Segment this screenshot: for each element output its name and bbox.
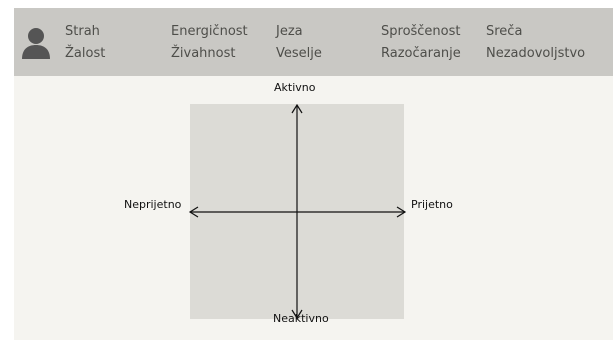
emotion-veselje[interactable]: Veselje — [276, 46, 322, 61]
axis-label-neprijetno: Neprijetno — [124, 198, 182, 211]
emotion-energicnost[interactable]: Energičnost — [171, 24, 248, 39]
axis-label-prijetno: Prijetno — [411, 198, 453, 211]
emotion-sproscenost[interactable]: Sproščenost — [381, 24, 461, 39]
arrow-left-icon — [188, 206, 199, 218]
axis-label-neaktivno: Neaktivno — [273, 312, 329, 325]
arrow-down-icon — [291, 309, 303, 320]
emotion-razocaranje[interactable]: Razočaranje — [381, 46, 461, 61]
axis-label-aktivno: Aktivno — [274, 81, 316, 94]
emotion-header: Strah Energičnost Jeza Sproščenost Sreča… — [14, 8, 613, 76]
emotion-nezadovoljstvo[interactable]: Nezadovoljstvo — [486, 46, 586, 61]
emotion-zalost[interactable]: Žalost — [65, 46, 106, 61]
emotion-card: Strah Energičnost Jeza Sproščenost Sreča… — [14, 8, 613, 340]
arrow-right-icon — [396, 206, 407, 218]
emotion-jeza[interactable]: Jeza — [276, 24, 303, 39]
emotion-strah[interactable]: Strah — [65, 24, 100, 39]
arrow-up-icon — [291, 103, 303, 114]
user-avatar-icon — [22, 28, 50, 59]
emotion-zivahnost[interactable]: Živahnost — [171, 46, 236, 61]
emotion-sreca[interactable]: Sreča — [486, 24, 523, 39]
